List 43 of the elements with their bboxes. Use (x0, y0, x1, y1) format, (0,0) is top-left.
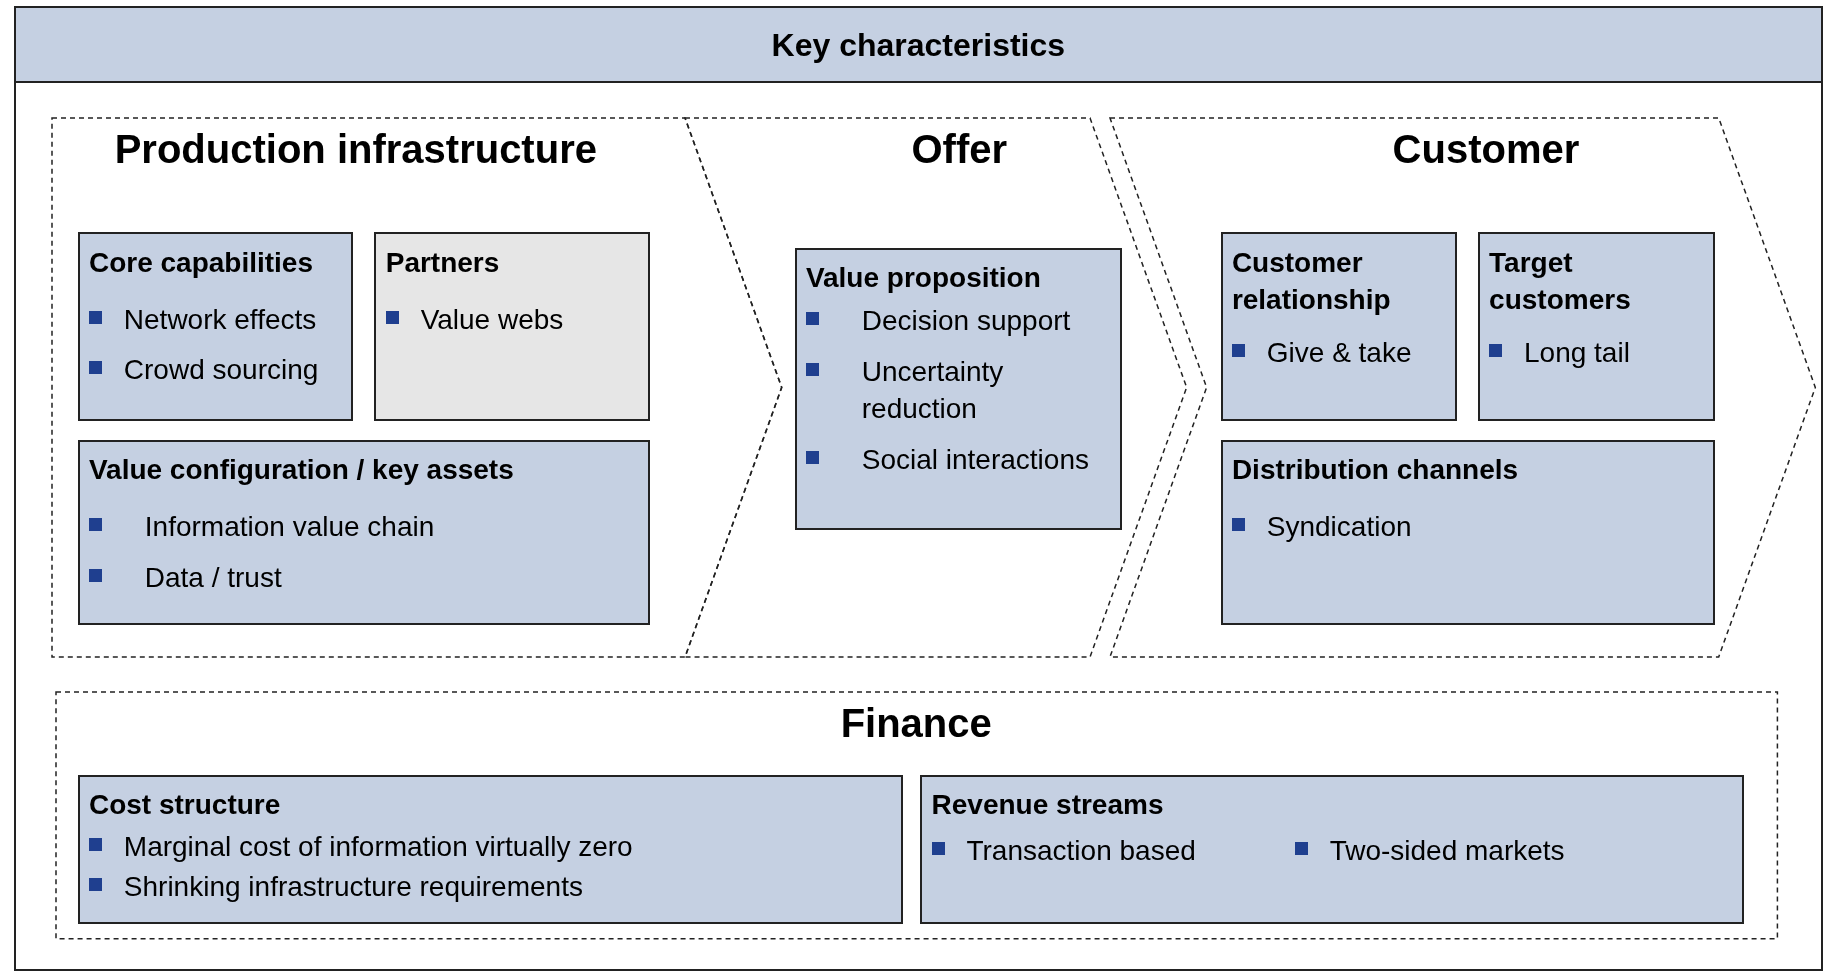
section-heading: Offer (910, 126, 1009, 174)
bullet-text: Decision support (861, 303, 1072, 338)
bullet-text: Transaction based (966, 834, 1196, 869)
header-band: Key characteristics (15, 7, 1821, 84)
bullet-text: Value webs (420, 302, 564, 337)
content-box (77, 439, 651, 625)
chevron-panel (685, 118, 1187, 658)
section-heading: Finance (839, 700, 993, 748)
bullet-text: Crowd sourcing (123, 353, 319, 388)
content-box (1477, 232, 1716, 421)
content-box (77, 774, 903, 924)
bullet-text: Information value chain (144, 509, 435, 544)
bullet-text: Data / trust (144, 560, 282, 595)
content-box (920, 774, 1745, 924)
content-box (794, 247, 1122, 531)
box-heading: Distribution channels (1231, 452, 1520, 487)
box-heading: Partners (385, 245, 501, 280)
bullet-text: Uncertainty reduction (861, 354, 1005, 426)
box-heading: Target customers (1489, 245, 1632, 317)
bullet-text: Long tail (1524, 336, 1630, 370)
content-box (1220, 232, 1457, 421)
bullet-text: Shrinking infrastructure requirements (123, 870, 583, 905)
content-box (77, 232, 354, 421)
bullet-text: Two-sided markets (1329, 834, 1565, 869)
box-heading: Value proposition (805, 260, 1042, 295)
content-box (374, 232, 651, 421)
chevron-panel (1110, 118, 1816, 658)
box-heading: Core capabilities (88, 245, 314, 280)
box-heading: Customer relationship (1231, 245, 1392, 317)
dashed-panel (55, 692, 1777, 939)
section-heading: Customer (1391, 126, 1581, 174)
bullet-text: Syndication (1266, 509, 1412, 544)
box-heading: Value configuration / key assets (88, 452, 515, 487)
panel-frame (13, 5, 1823, 971)
bullet-text: Marginal cost of information virtually zero (123, 829, 633, 864)
chevron-panel (52, 118, 782, 658)
box-heading: Cost structure (88, 788, 282, 823)
content-box (1220, 439, 1716, 625)
bullet-text: Social interactions (861, 442, 1090, 477)
box-heading: Revenue streams (931, 788, 1165, 823)
bullet-text: Network effects (123, 302, 317, 337)
bullet-text: Give & take (1266, 336, 1412, 370)
section-heading: Production infrastructure (113, 126, 598, 174)
